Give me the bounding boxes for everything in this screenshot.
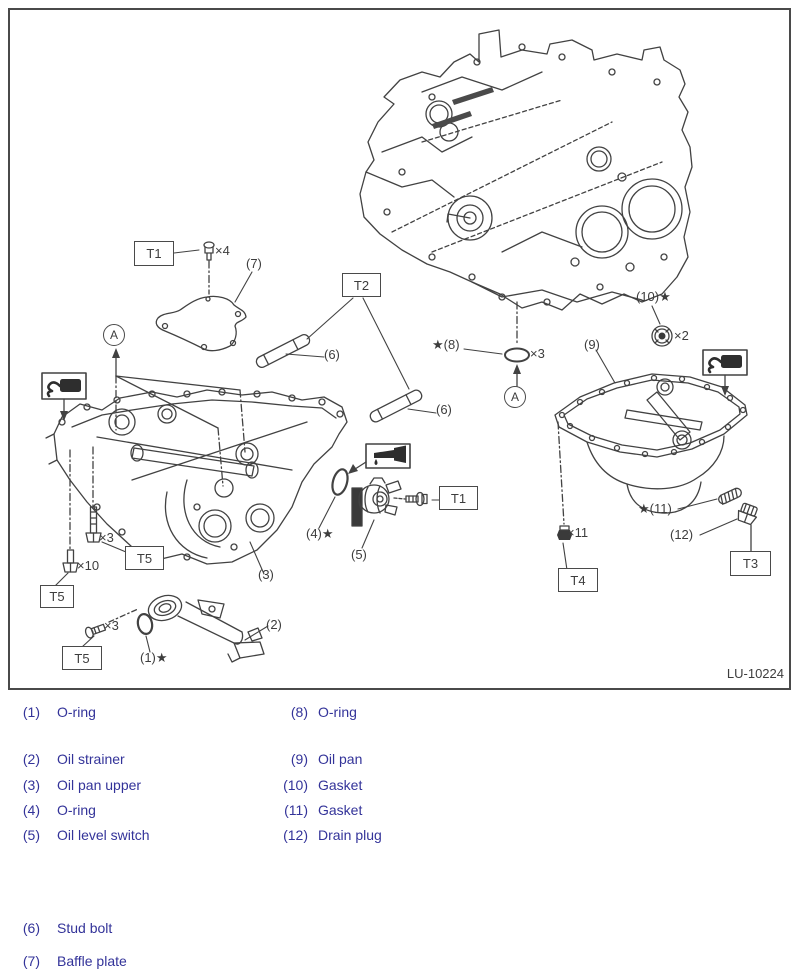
legend-row: (2) Oil strainer (9) Oil pan (0, 751, 800, 769)
tool-box-t5-upper-bolts: T5 (125, 546, 164, 570)
gasket-11-art (718, 487, 742, 505)
pan-nut-art (557, 525, 572, 540)
switch-bolt-axis (393, 497, 406, 500)
tool-box-label: T4 (570, 572, 586, 588)
legend-row: (4) O-ring (11) Gasket (0, 802, 800, 820)
qty-gasket-10: ×2 (674, 328, 689, 343)
qty-strainer-bolts: ×3 (104, 618, 119, 633)
o-ring-8-art (504, 301, 530, 388)
qty-pan-nuts: ×11 (567, 525, 589, 540)
oil-strainer-art (147, 594, 265, 663)
legend-part-number: (3) (22, 777, 40, 793)
qty-baffle-bolts: ×4 (215, 243, 230, 258)
tool-box-t2: T2 (342, 273, 381, 297)
tool-box-label: T1 (146, 246, 162, 261)
legend-part-name: Oil level switch (57, 827, 150, 843)
part-label-6-rear: (6) (436, 402, 452, 417)
part-label-8: ★(8) (432, 337, 460, 352)
legend-part-number: (8) (290, 704, 308, 720)
qty-upper-bolts: ×3 (99, 530, 114, 545)
tool-box-t1-switch: T1 (439, 486, 478, 510)
stud-bolt-rear-art (369, 389, 423, 423)
tool-box-label: T2 (353, 277, 370, 293)
legend-part-name: Oil pan (318, 751, 363, 767)
exploded-diagram-frame (8, 8, 791, 690)
tool-box-t1-baffle: T1 (134, 241, 174, 266)
legend-part-name: Oil strainer (57, 751, 125, 767)
diagram-line-art (41, 29, 758, 663)
legend-row: (7) Baffle plate (0, 953, 800, 971)
legend-part-number: (1) (22, 704, 40, 720)
part-label-12: (12) (670, 527, 694, 542)
legend-row: (3) Oil pan upper (10) Gasket (0, 777, 800, 795)
liquid-gasket-icon-left (41, 372, 87, 421)
leader-lines (53, 249, 738, 653)
legend-part-name: O-ring (318, 704, 357, 720)
part-label-10: (10)★ (636, 289, 671, 304)
tool-box-t5-strainer: T5 (62, 646, 102, 670)
legend-part-name: Stud bolt (57, 920, 113, 936)
legend-part-name: Drain plug (318, 827, 382, 843)
tool-box-t4: T4 (558, 568, 598, 592)
view-a-left-lines (112, 348, 246, 487)
tool-box-label: T5 (136, 550, 153, 566)
legend-part-name: Gasket (318, 777, 363, 793)
legend-part-name: Oil pan upper (57, 777, 142, 793)
tool-box-label: T1 (450, 490, 467, 506)
part-label-2: (2) (266, 617, 282, 632)
legend-row: (6) Stud bolt (0, 920, 800, 938)
legend-part-name: O-ring (57, 704, 96, 720)
o-ring-1-art (136, 613, 154, 635)
legend-part-number: (6) (22, 920, 40, 936)
stud-bolt-front-art (255, 334, 311, 368)
switch-bolt-art (405, 491, 428, 507)
qty-upper-nuts: ×10 (77, 558, 100, 573)
drain-plug-art (737, 502, 758, 526)
legend-part-number: (10) (283, 777, 308, 793)
legend-part-number: (7) (22, 953, 40, 969)
legend-row: (1) O-ring (8) O-ring (0, 704, 800, 722)
legend-part-number: (11) (284, 802, 308, 818)
tool-box-label: T5 (74, 650, 90, 666)
legend-part-number: (4) (22, 802, 40, 818)
part-label-4: (4)★ (306, 526, 334, 541)
part-label-3: (3) (258, 567, 274, 582)
part-label-1: (1)★ (140, 650, 168, 665)
legend-row: (5) Oil level switch (12) Drain plug (0, 827, 800, 845)
tool-box-t5-upper-nuts: T5 (40, 585, 74, 608)
gasket-10-art (651, 325, 673, 347)
legend-part-number: (5) (22, 827, 40, 843)
view-marker-letter: A (109, 328, 118, 342)
oil-pan-art (554, 373, 748, 525)
engine-oil-icon (348, 443, 411, 474)
qty-o-ring-8: ×3 (530, 346, 545, 361)
oil-level-switch-art (351, 477, 402, 527)
legend-part-number: (9) (290, 751, 308, 767)
part-label-11: ★(11) (638, 501, 672, 516)
view-marker-letter: A (510, 390, 519, 404)
upper-pan-bolts-art (62, 446, 102, 573)
tool-box-label: T3 (742, 556, 759, 571)
o-ring-4-art (331, 468, 349, 496)
view-marker-a-left: A (103, 324, 125, 346)
figure-code: LU-10224 (726, 666, 784, 681)
baffle-plate-art (155, 241, 247, 352)
legend-part-name: O-ring (57, 802, 96, 818)
legend-part-name: Gasket (318, 802, 363, 818)
legend-part-number: (12) (283, 827, 308, 843)
part-label-9: (9) (584, 337, 600, 352)
part-label-7: (7) (246, 256, 262, 271)
view-marker-a-right: A (504, 386, 526, 408)
liquid-gasket-icon-right (702, 349, 748, 396)
tool-box-t3: T3 (730, 551, 771, 576)
oil-pan-upper-art (45, 388, 348, 565)
engine-block-art (359, 29, 693, 311)
tool-box-label: T5 (49, 589, 65, 604)
legend-part-name: Baffle plate (57, 953, 127, 969)
part-label-5: (5) (351, 547, 367, 562)
legend-part-number: (2) (22, 751, 40, 767)
part-label-6-front: (6) (324, 347, 340, 362)
strainer-bolt-art (84, 623, 107, 639)
strainer-bolt-axis (108, 608, 139, 623)
